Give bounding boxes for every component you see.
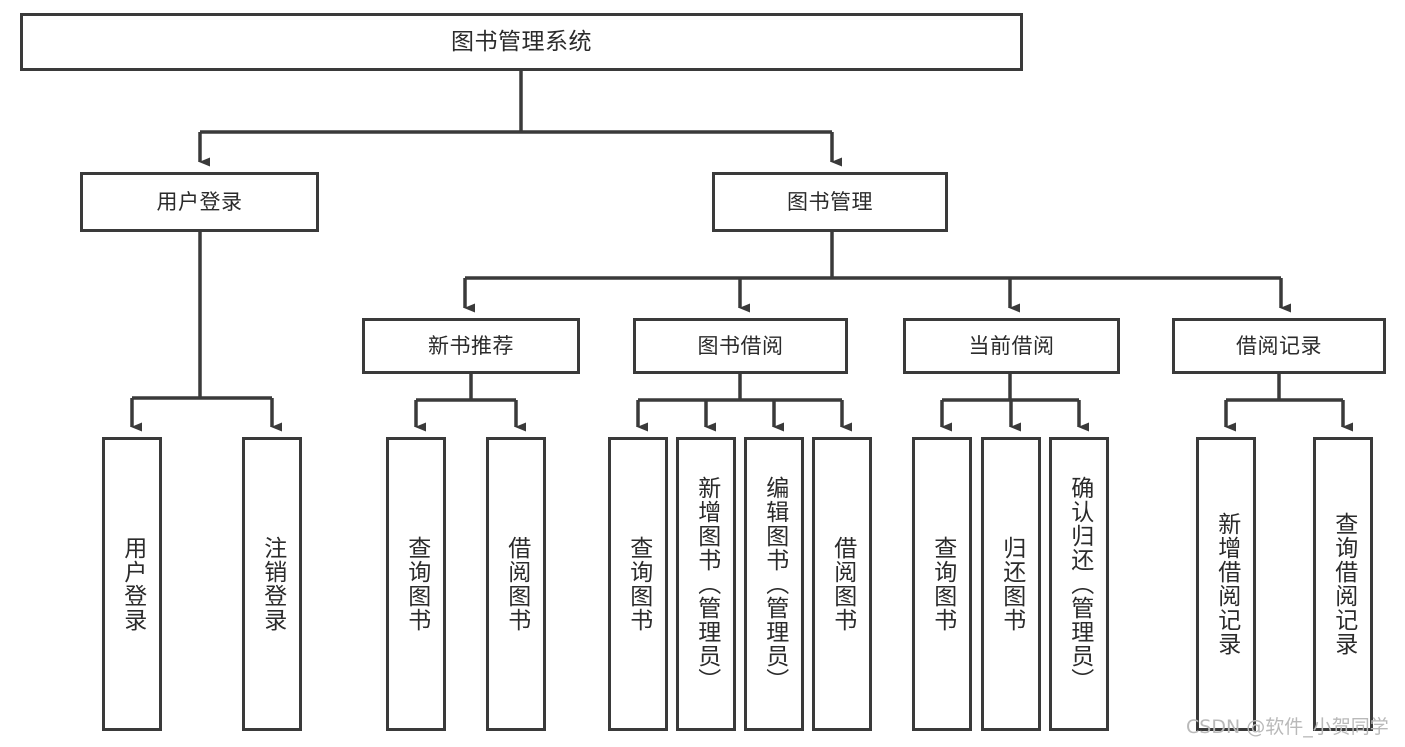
node-label: 图书管理系统 — [451, 28, 592, 55]
node-label: 新书推荐 — [428, 333, 514, 358]
node-leaf-user-logout[interactable]: 注销登录 — [242, 437, 302, 731]
node-leaf-confirm-return[interactable]: 确认归还（管理员） — [1049, 437, 1109, 731]
node-current-borrow[interactable]: 当前借阅 — [903, 318, 1120, 374]
node-book-manage[interactable]: 图书管理 — [712, 172, 948, 232]
node-label: 用户登录 — [119, 536, 146, 632]
node-label: 图书借阅 — [697, 333, 784, 358]
node-new-book-recommend[interactable]: 新书推荐 — [362, 318, 580, 374]
node-label: 查询借阅记录 — [1330, 512, 1357, 656]
node-borrow-record[interactable]: 借阅记录 — [1172, 318, 1386, 374]
node-leaf-query-book-3[interactable]: 查询图书 — [912, 437, 972, 731]
node-label: 新增图书（管理员） — [693, 476, 720, 692]
node-root-system[interactable]: 图书管理系统 — [20, 13, 1023, 71]
node-leaf-query-book-2[interactable]: 查询图书 — [608, 437, 668, 731]
node-label: 借阅记录 — [1236, 333, 1322, 358]
node-leaf-return-book[interactable]: 归还图书 — [981, 437, 1041, 731]
node-leaf-borrow-book-2[interactable]: 借阅图书 — [812, 437, 872, 731]
node-user-login[interactable]: 用户登录 — [80, 172, 319, 232]
node-leaf-query-record[interactable]: 查询借阅记录 — [1313, 437, 1373, 731]
node-leaf-edit-book[interactable]: 编辑图书（管理员） — [744, 437, 804, 731]
node-label: 借阅图书 — [829, 536, 856, 632]
node-label: 归还图书 — [998, 536, 1025, 632]
node-leaf-borrow-book-1[interactable]: 借阅图书 — [486, 437, 546, 731]
node-label: 当前借阅 — [968, 333, 1055, 358]
node-label: 编辑图书（管理员） — [761, 476, 788, 692]
node-book-borrow[interactable]: 图书借阅 — [633, 318, 848, 374]
node-label: 确认归还（管理员） — [1066, 476, 1093, 692]
node-leaf-user-login[interactable]: 用户登录 — [102, 437, 162, 731]
node-label: 注销登录 — [259, 536, 286, 632]
node-label: 查询图书 — [929, 536, 956, 632]
node-leaf-query-book-1[interactable]: 查询图书 — [386, 437, 446, 731]
node-label: 查询图书 — [625, 536, 652, 632]
node-label: 图书管理 — [787, 189, 873, 214]
node-label: 查询图书 — [403, 536, 430, 632]
node-leaf-add-book[interactable]: 新增图书（管理员） — [676, 437, 736, 731]
node-leaf-add-record[interactable]: 新增借阅记录 — [1196, 437, 1256, 731]
node-label: 新增借阅记录 — [1213, 512, 1240, 656]
node-label: 用户登录 — [156, 189, 243, 214]
node-label: 借阅图书 — [503, 536, 530, 632]
